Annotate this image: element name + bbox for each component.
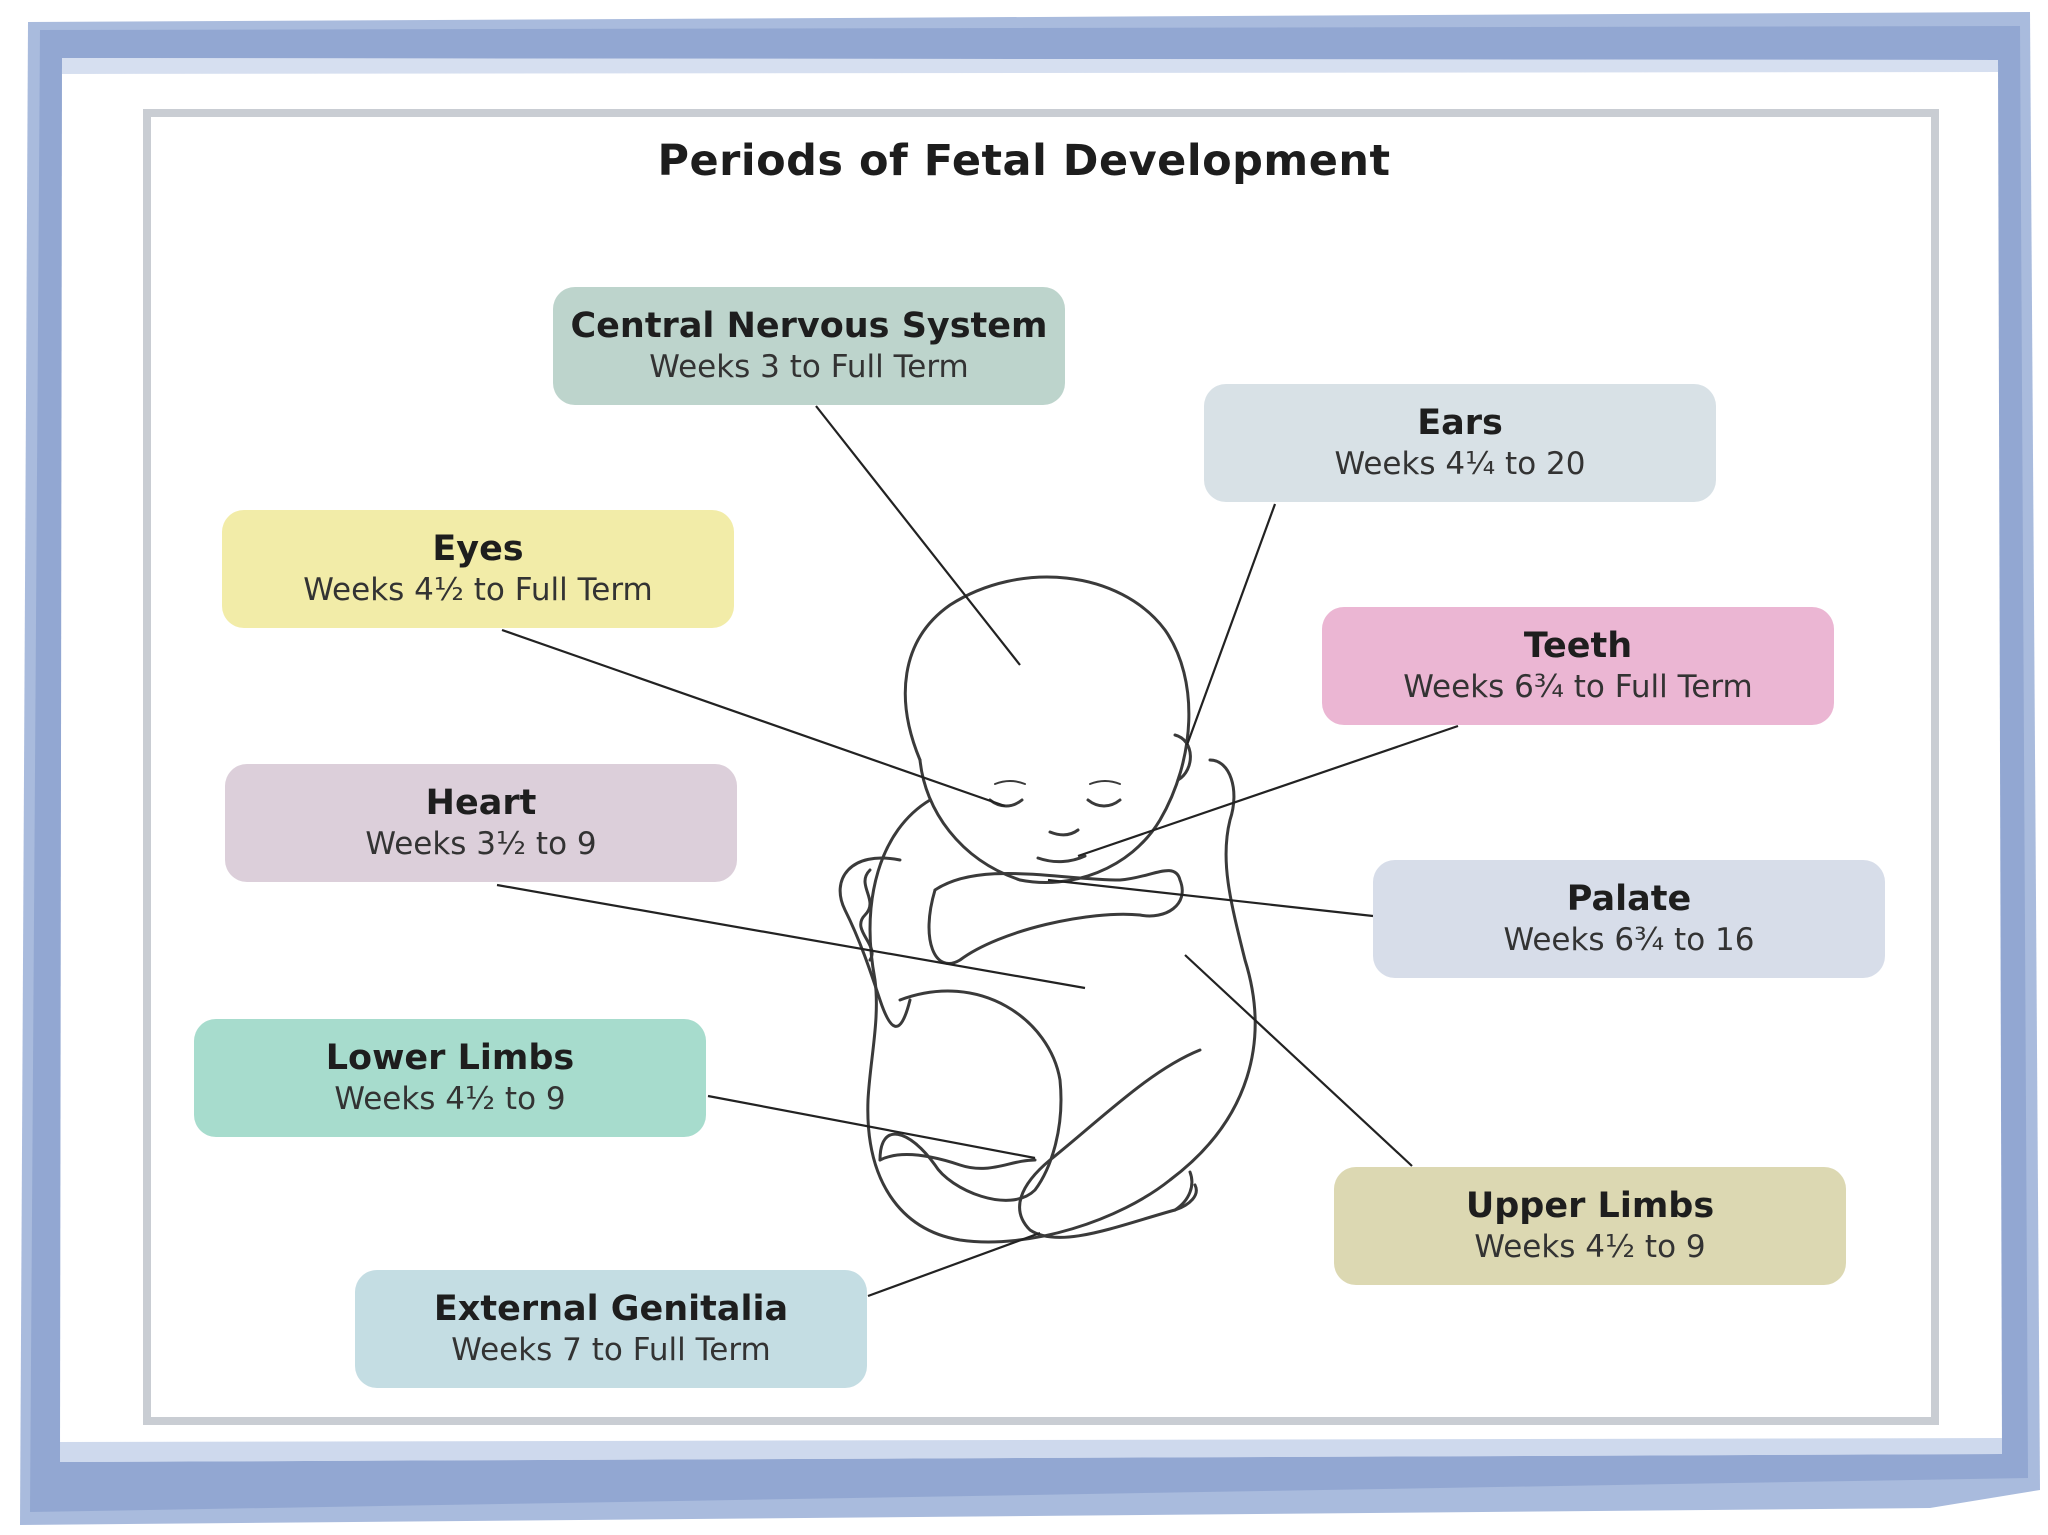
inner-border [143, 109, 1939, 1425]
leader-line-ears [1185, 503, 1277, 746]
label-name: Lower Limbs [325, 1038, 575, 1078]
fetus-face [918, 758, 1022, 882]
label-name: Eyes [432, 529, 524, 569]
leader-line-eyes [501, 628, 1006, 808]
leader-line-teeth [1077, 724, 1459, 858]
label-eyes: Eyes Weeks 4½ to Full Term [222, 510, 734, 628]
label-palate: Palate Weeks 6¾ to 16 [1373, 860, 1885, 978]
label-name: Central Nervous System [570, 306, 1048, 346]
fetus-cord-coil [859, 868, 874, 962]
fetus-right-foot [1173, 1170, 1194, 1212]
leader-line-heart [496, 883, 1086, 990]
label-range: Weeks 4½ to 9 [334, 1081, 566, 1117]
label-central-nervous-system: Central Nervous System Weeks 3 to Full T… [553, 287, 1065, 405]
leader-line-cns [815, 405, 1021, 666]
fetus-right-brow [1089, 780, 1121, 785]
label-range: Weeks 4½ to Full Term [303, 572, 653, 608]
frame-shadow-bottom [60, 1438, 2002, 1462]
label-upper-limbs: Upper Limbs Weeks 4½ to 9 [1334, 1167, 1846, 1285]
fetus-crossed-leg [1018, 1048, 1202, 1239]
label-name: Ears [1417, 403, 1503, 443]
fetus-lower-leg [878, 989, 1063, 1202]
leader-line-upper [1184, 954, 1413, 1167]
label-name: Upper Limbs [1465, 1186, 1715, 1226]
label-name: External Genitalia [433, 1289, 789, 1329]
label-lower-limbs: Lower Limbs Weeks 4½ to 9 [194, 1019, 706, 1137]
label-range: Weeks 4¼ to 20 [1334, 446, 1586, 482]
fetus-ear [1173, 733, 1192, 782]
fetus-nose [1048, 828, 1080, 837]
label-teeth: Teeth Weeks 6¾ to Full Term [1322, 607, 1834, 725]
fetus-left-foot [878, 1153, 1037, 1170]
fetus-umbilical-cord [838, 856, 912, 1028]
fetus-right-eye [1086, 798, 1122, 808]
label-range: Weeks 7 to Full Term [451, 1332, 771, 1368]
label-heart: Heart Weeks 3½ to 9 [225, 764, 737, 882]
diagram-title: Periods of Fetal Development [657, 136, 1391, 186]
label-name: Heart [425, 783, 537, 823]
label-range: Weeks 4½ to 9 [1474, 1229, 1706, 1265]
label-external-genitalia: External Genitalia Weeks 7 to Full Term [355, 1270, 867, 1388]
fetus-left-brow [994, 780, 1026, 785]
fetus-mouth [1036, 854, 1087, 864]
leader-line-lower [707, 1094, 1036, 1160]
leader-line-palate [1047, 878, 1374, 918]
fetus-arm [927, 869, 1184, 965]
label-range: Weeks 6¾ to Full Term [1403, 669, 1753, 705]
label-range: Weeks 3 to Full Term [649, 349, 969, 385]
label-name: Teeth [1523, 626, 1633, 666]
label-ears: Ears Weeks 4¼ to 20 [1204, 384, 1716, 502]
leader-line-genitalia [867, 1231, 1041, 1298]
fetus-body [866, 758, 1257, 1244]
label-range: Weeks 6¾ to 16 [1503, 922, 1755, 958]
label-name: Palate [1566, 879, 1692, 919]
frame-shadow-top [62, 58, 1998, 74]
fetus-head [903, 575, 1191, 884]
label-range: Weeks 3½ to 9 [365, 826, 597, 862]
